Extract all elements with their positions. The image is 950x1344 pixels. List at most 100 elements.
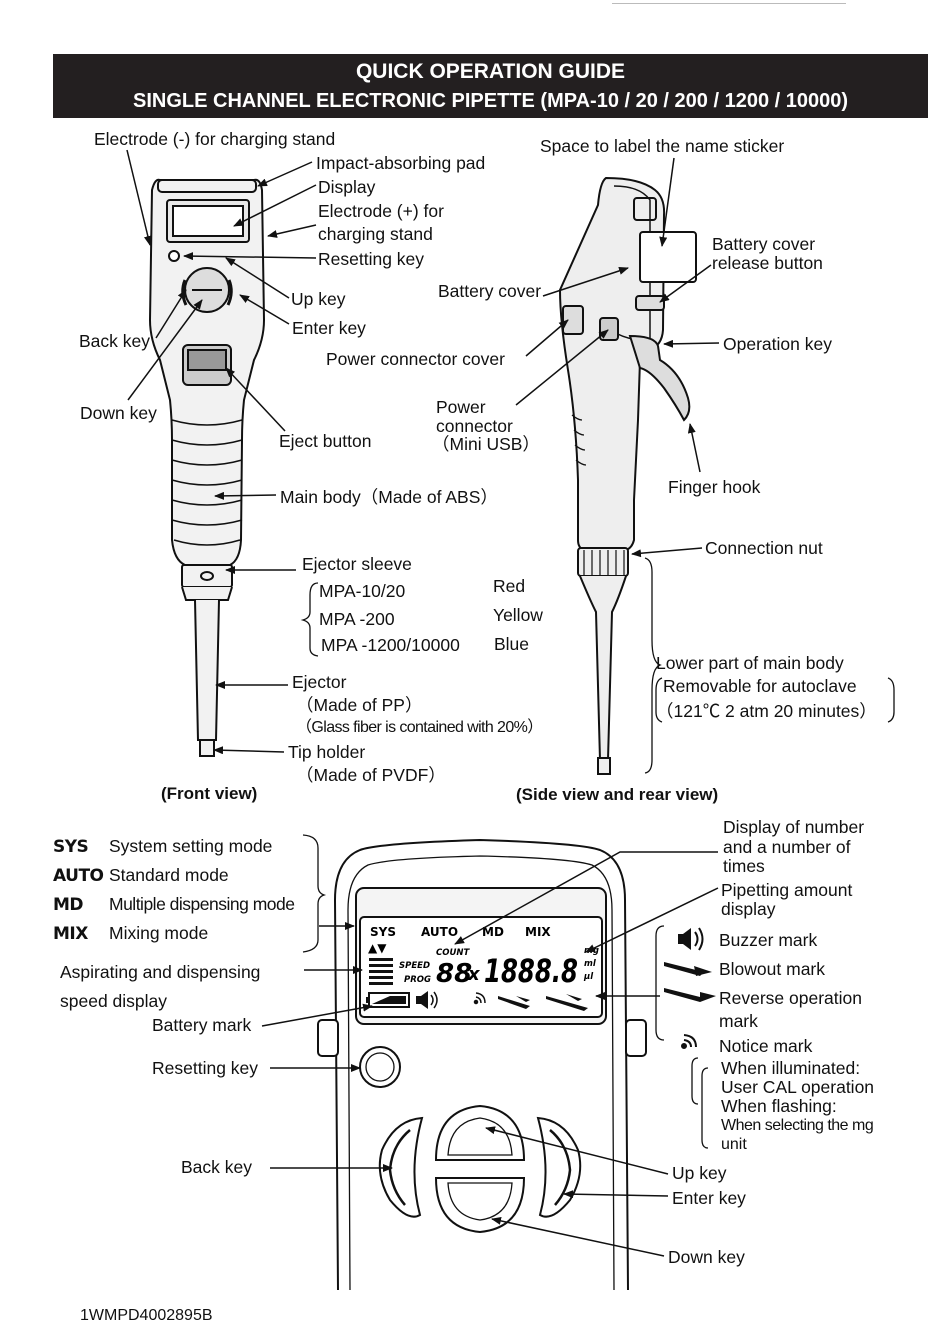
reverse-icon-lcd — [546, 994, 588, 1011]
mode-label-md: Multiple dispensing mode — [109, 894, 295, 914]
blowout-icon-lcd — [498, 996, 530, 1009]
label-pipetting-2: display — [721, 899, 776, 919]
document-id: 1WMPD4002895B — [80, 1307, 213, 1324]
speed-bars-icon — [369, 958, 393, 985]
label-enter-key-panel: Enter key — [672, 1188, 746, 1208]
lcd-speed: SPEED — [399, 961, 430, 971]
label-enter-key: Enter key — [292, 318, 366, 338]
label-electrode-minus: Electrode (-) for charging stand — [94, 129, 336, 149]
label-power-connector-2: connector — [436, 416, 513, 436]
mode-label-auto: Standard mode — [109, 865, 229, 885]
top-rule — [612, 3, 846, 4]
caption-side-view: (Side view and rear view) — [516, 785, 719, 804]
label-power-connector-cover: Power connector cover — [326, 349, 505, 369]
lcd-auto: AUTO — [421, 925, 458, 939]
label-resetting-key: Resetting key — [318, 249, 425, 269]
label-ejector-material: （Made of PP） — [296, 695, 423, 715]
mode-icon-auto: AUTO — [53, 866, 104, 886]
lcd-arrows: ▲▼ — [368, 941, 387, 955]
buzzer-icon — [678, 927, 704, 951]
notice-note-2: User CAL operation — [721, 1077, 875, 1097]
lcd-mix: MIX — [525, 925, 551, 939]
buzzer-icon-lcd — [416, 991, 438, 1009]
label-power-connector-1: Power — [436, 397, 486, 417]
lcd-amount-digits: 1888.8 — [484, 952, 578, 990]
sleeve-color-2: Yellow — [493, 605, 543, 625]
label-back-key: Back key — [79, 331, 150, 351]
mode-icon-sys: SYS — [53, 837, 89, 857]
label-ejector-sleeve: Ejector sleeve — [302, 554, 412, 574]
sleeve-model-2: MPA -200 — [319, 609, 395, 629]
label-number-times-1: Display of number — [723, 817, 865, 837]
mode-label-sys: System setting mode — [109, 836, 273, 856]
label-up-key-panel: Up key — [672, 1163, 727, 1183]
label-up-key: Up key — [291, 289, 346, 309]
side-view-pipette — [558, 176, 697, 775]
label-electrode-plus-2: charging stand — [318, 224, 433, 244]
guide-title: QUICK OPERATION GUIDE — [355, 60, 626, 83]
lcd-unit-ml: ml — [584, 959, 597, 969]
front-leaders — [126, 149, 319, 755]
label-name-sticker: Space to label the name sticker — [540, 136, 785, 156]
label-operation-key: Operation key — [723, 334, 832, 354]
sleeve-model-3: MPA -1200/10000 — [321, 635, 460, 655]
label-ejector-note: （Glass fiber is contained with 20%） — [296, 719, 543, 736]
label-display: Display — [318, 177, 376, 197]
label-power-connector-3: （Mini USB） — [432, 434, 540, 454]
label-buzzer-mark: Buzzer mark — [719, 930, 818, 950]
label-down-key: Down key — [80, 403, 157, 423]
notice-icon — [681, 1034, 697, 1049]
label-lower-part: Lower part of main body — [656, 653, 844, 673]
notice-note-4: When selecting the mg — [721, 1117, 874, 1134]
lcd-content: SYS AUTO MD MIX ▲▼ COUNT SPEED PROG 88 x… — [366, 925, 599, 1011]
side-leaders — [515, 157, 895, 774]
mode-icon-mix: MIX — [53, 924, 88, 944]
label-battery-release-2: release button — [712, 253, 823, 273]
label-connection-nut: Connection nut — [705, 538, 823, 558]
lcd-count-digits: 88 — [436, 959, 472, 989]
label-blowout-mark: Blowout mark — [719, 959, 826, 979]
lcd-sys: SYS — [370, 925, 396, 939]
lcd-count: COUNT — [436, 948, 470, 958]
notice-icon-lcd — [473, 992, 486, 1005]
label-tip-holder-material: （Made of PVDF） — [296, 765, 446, 785]
legend-icons — [664, 927, 716, 1049]
lcd-prog: PROG — [404, 975, 431, 985]
label-tip-holder: Tip holder — [288, 742, 366, 762]
reverse-operation-icon — [664, 988, 716, 1002]
label-ejector: Ejector — [292, 672, 347, 692]
label-battery-release-1: Battery cover — [712, 234, 816, 254]
controller-body — [317, 838, 647, 1291]
caption-front-view: (Front view) — [161, 784, 258, 803]
blowout-icon — [664, 962, 712, 976]
label-finger-hook: Finger hook — [668, 477, 761, 497]
label-reverse-2: mark — [719, 1011, 758, 1031]
guide-subtitle: SINGLE CHANNEL ELECTRONIC PIPETTE (MPA-1… — [132, 90, 849, 112]
label-back-key-panel: Back key — [181, 1157, 252, 1177]
lcd-times: x — [467, 964, 481, 985]
title-banner: QUICK OPERATION GUIDE SINGLE CHANNEL ELE… — [53, 54, 928, 118]
notice-note-5: unit — [721, 1136, 747, 1153]
label-notice-mark: Notice mark — [719, 1036, 813, 1056]
label-number-times-2: and a number of — [723, 837, 851, 857]
label-removable: Removable for autoclave — [663, 676, 857, 696]
front-view-pipette — [148, 178, 266, 757]
sleeve-color-3: Blue — [494, 634, 530, 654]
label-eject-button: Eject button — [279, 431, 372, 451]
sleeve-model-1: MPA-10/20 — [319, 581, 406, 601]
lcd-unit-ul: μl — [583, 972, 594, 982]
sleeve-color-1: Red — [493, 576, 526, 596]
lcd-md: MD — [482, 925, 504, 939]
mode-icon-md: MD — [53, 895, 84, 915]
label-battery-mark: Battery mark — [152, 1015, 252, 1035]
label-battery-cover: Battery cover — [438, 281, 542, 301]
battery-icon — [366, 992, 410, 1008]
label-resetting-key-panel: Resetting key — [152, 1058, 259, 1078]
label-speed-1: Aspirating and dispensing — [60, 962, 261, 982]
label-pipetting-1: Pipetting amount — [721, 880, 853, 900]
label-main-body: Main body（Made of ABS） — [280, 487, 498, 507]
label-number-times-3: times — [723, 856, 765, 876]
display-leaders — [261, 834, 719, 1257]
label-speed-2: speed display — [60, 991, 168, 1011]
